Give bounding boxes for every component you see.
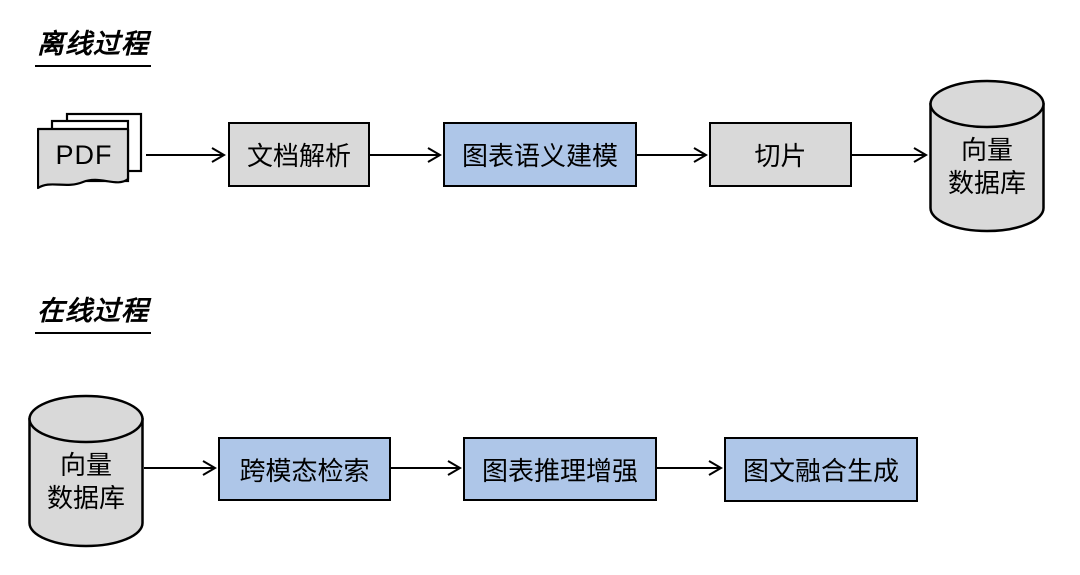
database-cylinder-icon bbox=[28, 394, 144, 548]
database-cylinder-icon bbox=[929, 79, 1045, 233]
pdf-label: PDF bbox=[55, 140, 113, 170]
arrow-vectordb-to-retrieval bbox=[144, 460, 217, 476]
node-image-text-fusion-generation-label: 图文融合生成 bbox=[742, 456, 899, 486]
pdf-documents-icon: PDF bbox=[36, 112, 145, 198]
online-vector-db-label: 向量 数据库 bbox=[27, 449, 145, 515]
offline-vector-db-label-line2: 数据库 bbox=[947, 168, 1026, 198]
arrow-parse-to-semantic bbox=[370, 147, 442, 163]
arrow-pdf-to-parse bbox=[146, 147, 226, 163]
node-slicing-label: 切片 bbox=[754, 141, 807, 171]
online-vector-db-label-line1: 向量 bbox=[59, 450, 112, 480]
online-vector-database-cylinder: 向量 数据库 bbox=[27, 393, 145, 549]
offline-section-title: 离线过程 bbox=[35, 22, 151, 67]
online-vector-db-label-line2: 数据库 bbox=[46, 483, 125, 513]
arrow-semantic-to-slice bbox=[637, 147, 708, 163]
offline-vector-db-label: 向量 数据库 bbox=[928, 134, 1046, 200]
node-chart-reasoning-enhancement-label: 图表推理增强 bbox=[481, 455, 638, 486]
node-document-parsing: 文档解析 bbox=[228, 122, 370, 187]
node-chart-reasoning-enhancement: 图表推理增强 bbox=[463, 437, 657, 501]
offline-vector-db-label-line1: 向量 bbox=[960, 135, 1013, 165]
node-document-parsing-label: 文档解析 bbox=[246, 141, 351, 171]
node-slicing: 切片 bbox=[709, 122, 852, 187]
node-cross-modal-retrieval-label: 跨模态检索 bbox=[239, 455, 370, 486]
arrow-retrieval-to-reasoning bbox=[391, 460, 462, 476]
offline-vector-database-cylinder: 向量 数据库 bbox=[928, 78, 1046, 234]
node-cross-modal-retrieval: 跨模态检索 bbox=[218, 437, 391, 501]
pdf-stack-graphic bbox=[36, 112, 143, 190]
arrow-reasoning-to-generation bbox=[657, 460, 723, 476]
arrow-slice-to-vectordb bbox=[852, 147, 928, 163]
node-chart-semantic-modeling: 图表语义建模 bbox=[443, 122, 637, 187]
node-chart-semantic-modeling-label: 图表语义建模 bbox=[461, 141, 618, 171]
node-image-text-fusion-generation: 图文融合生成 bbox=[724, 437, 918, 502]
online-section-title: 在线过程 bbox=[35, 289, 151, 334]
